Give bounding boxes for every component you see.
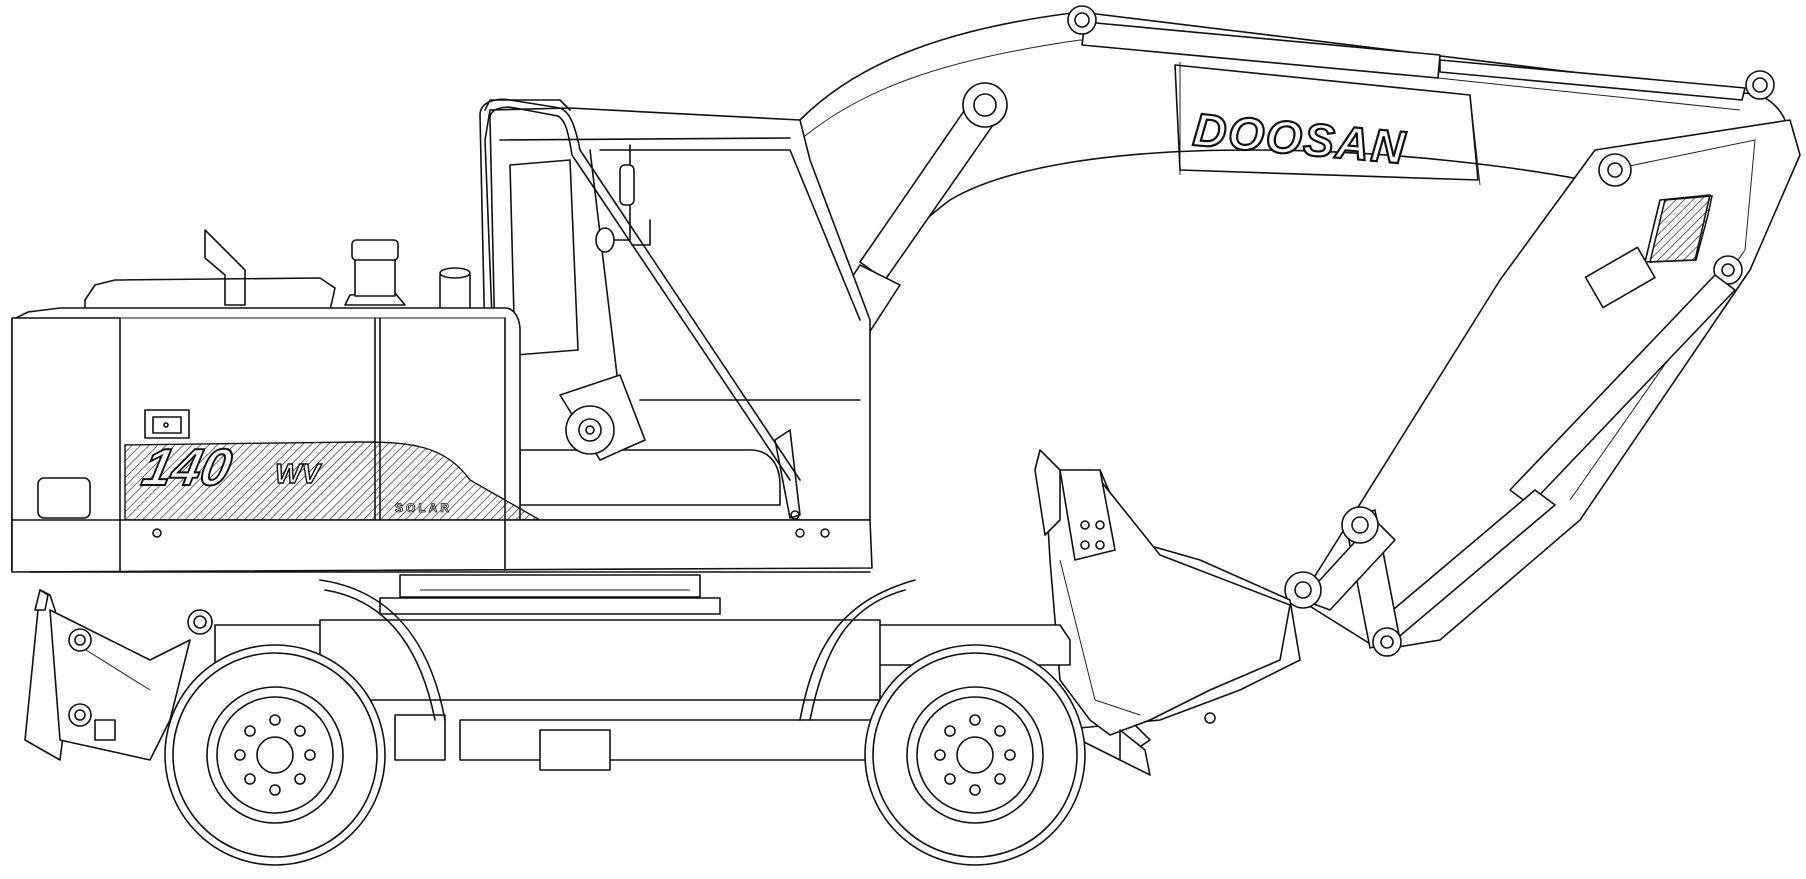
- swing-bearing: [379, 574, 721, 615]
- bucket-linkage: [1284, 506, 1402, 657]
- model-suffix: WV: [275, 458, 322, 489]
- series-label: SOLAR: [395, 501, 452, 515]
- engine-hood: [84, 229, 471, 311]
- bucket: [1034, 449, 1301, 776]
- rear-wheel: [864, 644, 1086, 866]
- front-wheel: [164, 644, 386, 866]
- rear-fender: [799, 579, 916, 721]
- model-number: 140: [137, 439, 236, 497]
- mirror: [595, 144, 651, 253]
- cab-guard: [479, 98, 801, 520]
- boom-top-cylinder: [1067, 5, 1775, 101]
- upper-deck: [11, 519, 873, 573]
- arm: [1299, 119, 1801, 651]
- model-decal: 140 WV SOLAR: [124, 438, 543, 521]
- boom-foot: [559, 374, 646, 461]
- dozer-blade: [24, 589, 213, 761]
- front-fender: [319, 579, 446, 721]
